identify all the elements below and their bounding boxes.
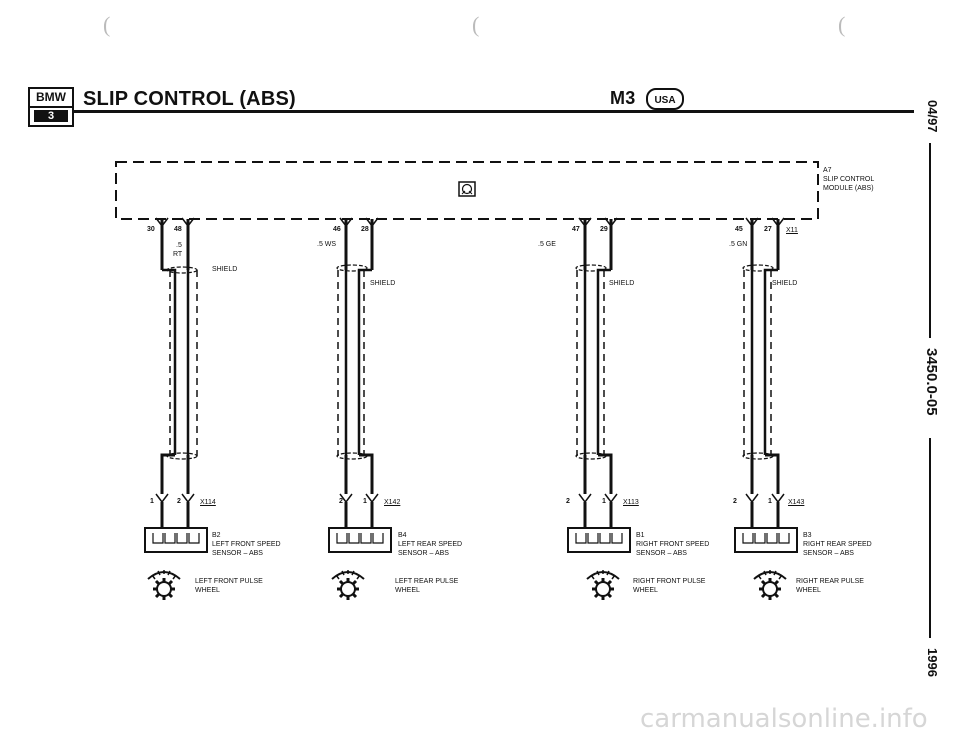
connector-pin: 1 — [602, 498, 606, 505]
module-pin: 45 — [735, 226, 743, 233]
sensor-id: B3 — [803, 532, 812, 539]
pulse-wheel-icon — [753, 570, 787, 600]
usa-badge: USA — [646, 88, 684, 110]
module-name: SLIP CONTROL MODULE (ABS) — [823, 176, 874, 192]
shield-label: SHIELD — [370, 280, 396, 287]
punch-mark: ( — [472, 12, 480, 37]
connector-pin: 1 — [363, 498, 367, 505]
abs-module-icon — [458, 181, 476, 197]
connector-id: X143 — [788, 499, 805, 506]
circuit-left-rear — [328, 217, 392, 553]
wire-color: RT — [173, 251, 183, 258]
model-label: M3 — [610, 88, 636, 108]
margin-rule — [929, 143, 931, 338]
module-pin: 48 — [174, 226, 182, 233]
wheel-name: LEFT FRONT PULSE WHEEL — [195, 578, 263, 594]
circuit-left-front — [144, 217, 208, 553]
sensor-id: B2 — [212, 532, 221, 539]
wire-size: .5 GN — [729, 241, 748, 248]
module-pin: 27 — [764, 226, 772, 233]
connector-id: X114 — [200, 499, 216, 506]
wire-size: .5 GE — [538, 241, 556, 248]
pulse-wheel-icon — [586, 570, 620, 600]
sensor-id: B1 — [636, 532, 645, 539]
circuit-right-front — [567, 217, 631, 553]
brand-top-label: BMW — [30, 89, 72, 108]
connector-pin: 2 — [177, 498, 181, 505]
module-pin: 30 — [147, 226, 155, 233]
pulse-wheel-icon — [331, 570, 365, 600]
wheel-name: LEFT REAR PULSE WHEEL — [395, 578, 459, 594]
shield-label: SHIELD — [609, 280, 635, 287]
module-pin: 29 — [600, 226, 608, 233]
header-rule — [74, 110, 914, 113]
wheel-name: RIGHT REAR PULSE WHEEL — [796, 578, 864, 594]
wheel-name: RIGHT FRONT PULSE WHEEL — [633, 578, 706, 594]
module-box — [115, 161, 819, 220]
circuit-right-rear — [734, 217, 798, 553]
connector-pin: 2 — [733, 498, 737, 505]
sensor-name: LEFT FRONT SPEED SENSOR – ABS — [212, 541, 281, 557]
punch-mark: ( — [103, 12, 111, 37]
bmw-3-logo: BMW 3 — [28, 87, 74, 127]
module-pin: 28 — [361, 226, 369, 233]
module-connector-id: X11 — [786, 227, 798, 234]
usa-badge-label: USA — [654, 95, 676, 106]
connector-id: X142 — [384, 499, 401, 506]
punch-mark: ( — [838, 12, 846, 37]
connector-pin: 1 — [150, 498, 154, 505]
connector-pin: 2 — [566, 498, 570, 505]
connector-pin: 1 — [768, 498, 772, 505]
margin-rule — [929, 438, 931, 638]
module-id: A7 — [823, 167, 832, 174]
connector-pin: 2 — [339, 498, 343, 505]
shield-label: SHIELD — [772, 280, 798, 287]
shield-label: SHIELD — [212, 266, 238, 273]
wire-size: .5 — [176, 242, 182, 249]
page-title: SLIP CONTROL (ABS) — [83, 88, 296, 110]
module-pin: 47 — [572, 226, 580, 233]
sensor-name: RIGHT FRONT SPEED SENSOR – ABS — [636, 541, 710, 557]
sensor-name: RIGHT REAR SPEED SENSOR – ABS — [803, 541, 872, 557]
connector-id: X113 — [623, 499, 639, 506]
wire-size: .5 WS — [317, 241, 337, 248]
watermark: carmanualsonline.info — [640, 704, 928, 734]
sensor-name: LEFT REAR SPEED SENSOR – ABS — [398, 541, 463, 557]
pulse-wheel-icon — [147, 570, 181, 600]
brand-bottom-label: 3 — [34, 110, 68, 122]
module-pin: 46 — [333, 226, 341, 233]
sensor-id: B4 — [398, 532, 407, 539]
